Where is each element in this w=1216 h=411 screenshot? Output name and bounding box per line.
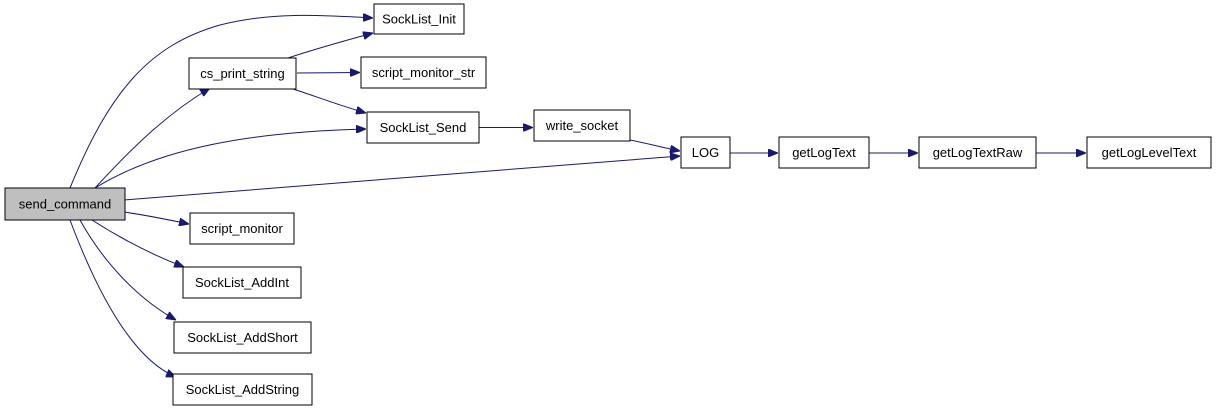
edge-send_command-sock_list_add_string: [69, 219, 176, 377]
node-label: SockList_AddString: [186, 382, 299, 397]
node-label: getLogTextRaw: [933, 145, 1023, 160]
node-label: write_socket: [545, 118, 619, 133]
node-label: cs_print_string: [200, 66, 285, 81]
node-label: LOG: [692, 145, 719, 160]
edge-write_socket-log: [629, 139, 680, 151]
node-label: send_command: [19, 197, 112, 212]
node-send-command[interactable]: send_command: [4, 187, 126, 221]
node-cs-print-string[interactable]: cs_print_string: [188, 57, 297, 90]
edge-cs_print_string-sock_list_init: [287, 33, 373, 59]
node-label: script_monitor: [201, 221, 283, 236]
edge-send_command-sock_list_add_short: [79, 219, 176, 320]
node-get-log-text[interactable]: getLogText: [778, 136, 870, 169]
node-label: SockList_AddInt: [195, 275, 289, 290]
node-script-monitor[interactable]: script_monitor: [189, 212, 295, 245]
node-label: script_monitor_str: [372, 65, 476, 80]
node-label: SockList_Send: [380, 120, 467, 135]
edge-cs_print_string-sock_list_send: [292, 88, 366, 113]
node-label: getLogText: [792, 145, 856, 160]
edge-send_command-cs_print_string: [94, 88, 210, 189]
node-socklist-init[interactable]: SockList_Init: [373, 3, 465, 35]
edge-send_command-sock_list_add_int: [91, 219, 184, 267]
node-label: getLogLevelText: [1102, 145, 1197, 160]
edge-send_command-script_monitor: [123, 211, 189, 224]
node-socklist-addshort[interactable]: SockList_AddShort: [173, 321, 312, 354]
node-label: SockList_Init: [382, 12, 456, 27]
node-script-monitor-str[interactable]: script_monitor_str: [360, 56, 487, 89]
node-log[interactable]: LOG: [680, 136, 731, 169]
edge-send_command-sock_list_send: [94, 129, 366, 189]
edge-send_command-sock_list_init: [69, 15, 373, 189]
node-get-log-level-text[interactable]: getLogLevelText: [1086, 136, 1212, 169]
edge-cs_print_string-script_monitor_str: [296, 73, 360, 74]
node-write-socket[interactable]: write_socket: [533, 109, 631, 142]
node-socklist-send[interactable]: SockList_Send: [366, 111, 480, 144]
node-socklist-addstring[interactable]: SockList_AddString: [172, 373, 313, 406]
node-label: SockList_AddShort: [187, 330, 298, 345]
node-socklist-addint[interactable]: SockList_AddInt: [182, 266, 302, 299]
edge-send_command-log: [123, 156, 680, 201]
node-get-log-text-raw[interactable]: getLogTextRaw: [918, 136, 1037, 169]
